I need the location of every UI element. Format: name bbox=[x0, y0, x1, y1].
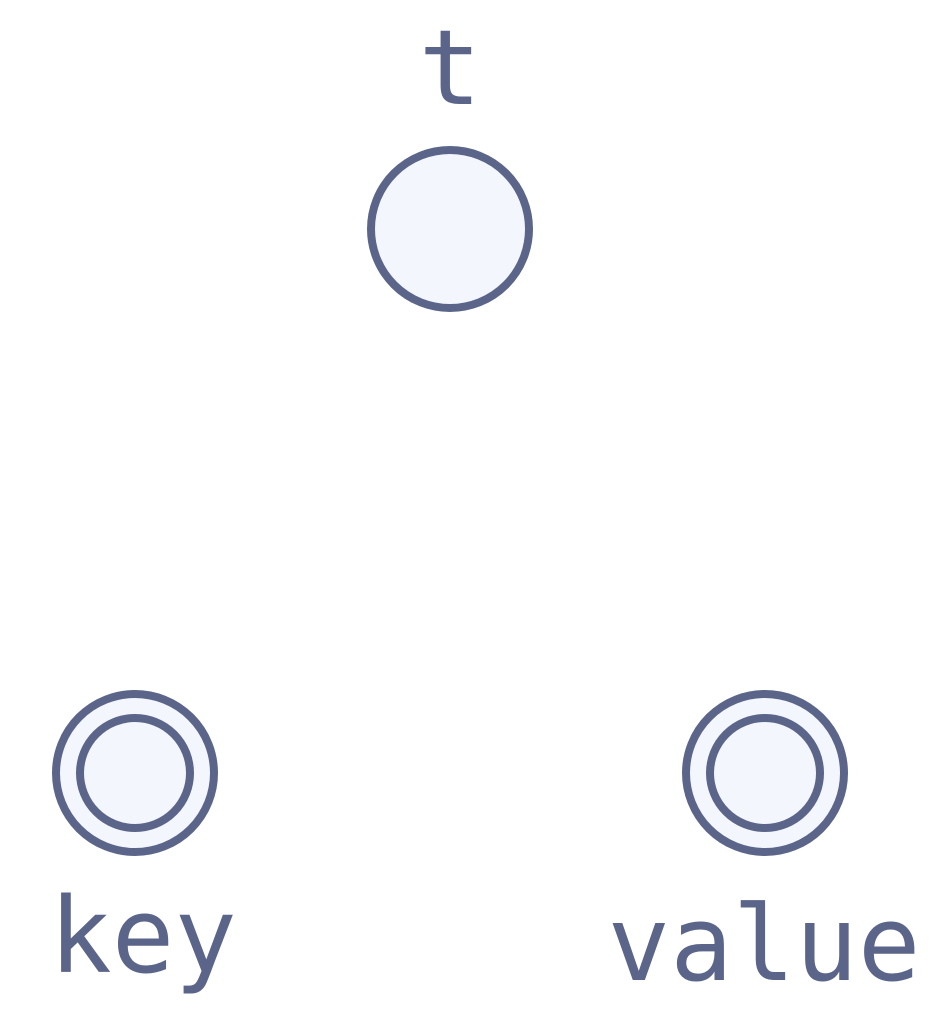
node-t-circle bbox=[367, 146, 533, 312]
node-key-inner-circle bbox=[76, 714, 194, 832]
node-t: t bbox=[367, 7, 533, 312]
node-key-label: key bbox=[49, 875, 237, 997]
node-value-label: value bbox=[607, 883, 920, 1005]
node-key: key bbox=[49, 690, 237, 997]
node-value-inner-circle bbox=[706, 714, 824, 832]
node-value: value bbox=[607, 690, 921, 1005]
node-t-label: t bbox=[419, 7, 482, 129]
